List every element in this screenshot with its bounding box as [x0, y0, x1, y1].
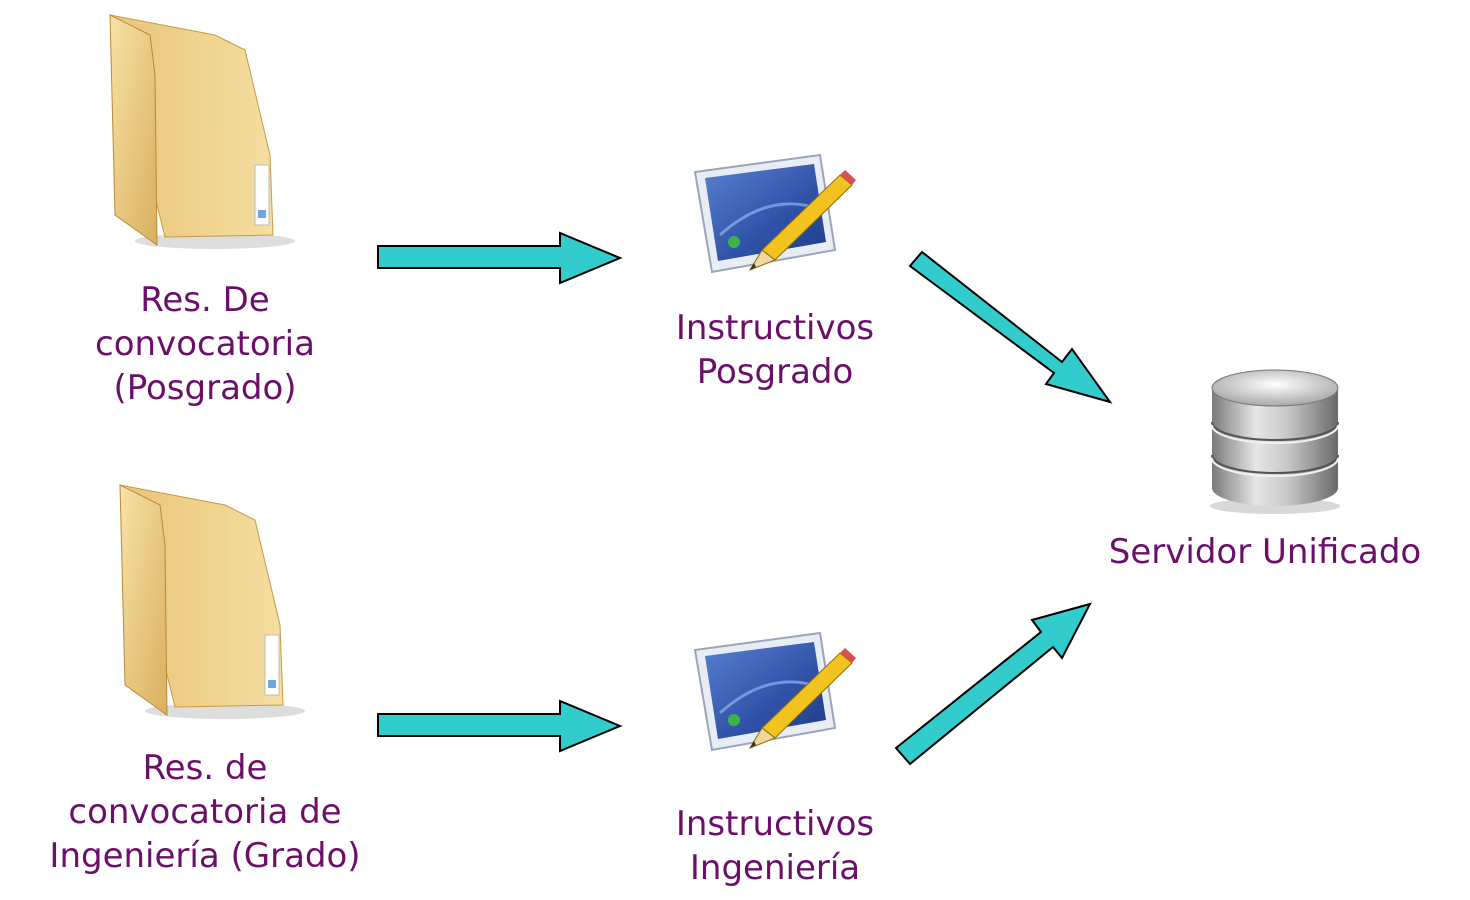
node-label: Instructivos Ingeniería	[620, 802, 930, 890]
node-label: Res. de convocatoria de Ingeniería (Grad…	[10, 746, 400, 878]
arrow-res-posgrado-to-instructivos-posgrado	[377, 231, 623, 285]
folder-icon	[95, 5, 295, 259]
folder-icon	[105, 475, 305, 729]
label-line: Instructivos	[675, 804, 875, 844]
arrow-instructivos-ingenieria-to-servidor	[894, 602, 1092, 766]
label-line: Res. De	[140, 280, 270, 320]
node-label: Servidor Unificado	[1070, 530, 1460, 574]
label-line: convocatoria de	[68, 792, 342, 832]
label-line: Res. de	[142, 748, 268, 788]
label-line: Posgrado	[696, 352, 854, 392]
label-line: Ingeniería (Grado)	[49, 836, 361, 876]
label-line: Instructivos	[675, 308, 875, 348]
label-line: convocatoria	[95, 324, 315, 364]
arrow-res-ingenieria-to-instructivos-ingenieria	[377, 699, 623, 753]
node-label: Instructivos Posgrado	[620, 306, 930, 394]
edit-document-icon	[690, 628, 860, 762]
arrow-instructivos-posgrado-to-servidor	[908, 250, 1113, 404]
label-line: Ingeniería	[689, 848, 861, 888]
node-label: Res. De convocatoria (Posgrado)	[40, 278, 370, 410]
edit-document-icon	[690, 150, 860, 284]
database-icon	[1200, 358, 1350, 522]
label-line: Servidor Unificado	[1108, 532, 1422, 572]
label-line: (Posgrado)	[113, 368, 297, 408]
